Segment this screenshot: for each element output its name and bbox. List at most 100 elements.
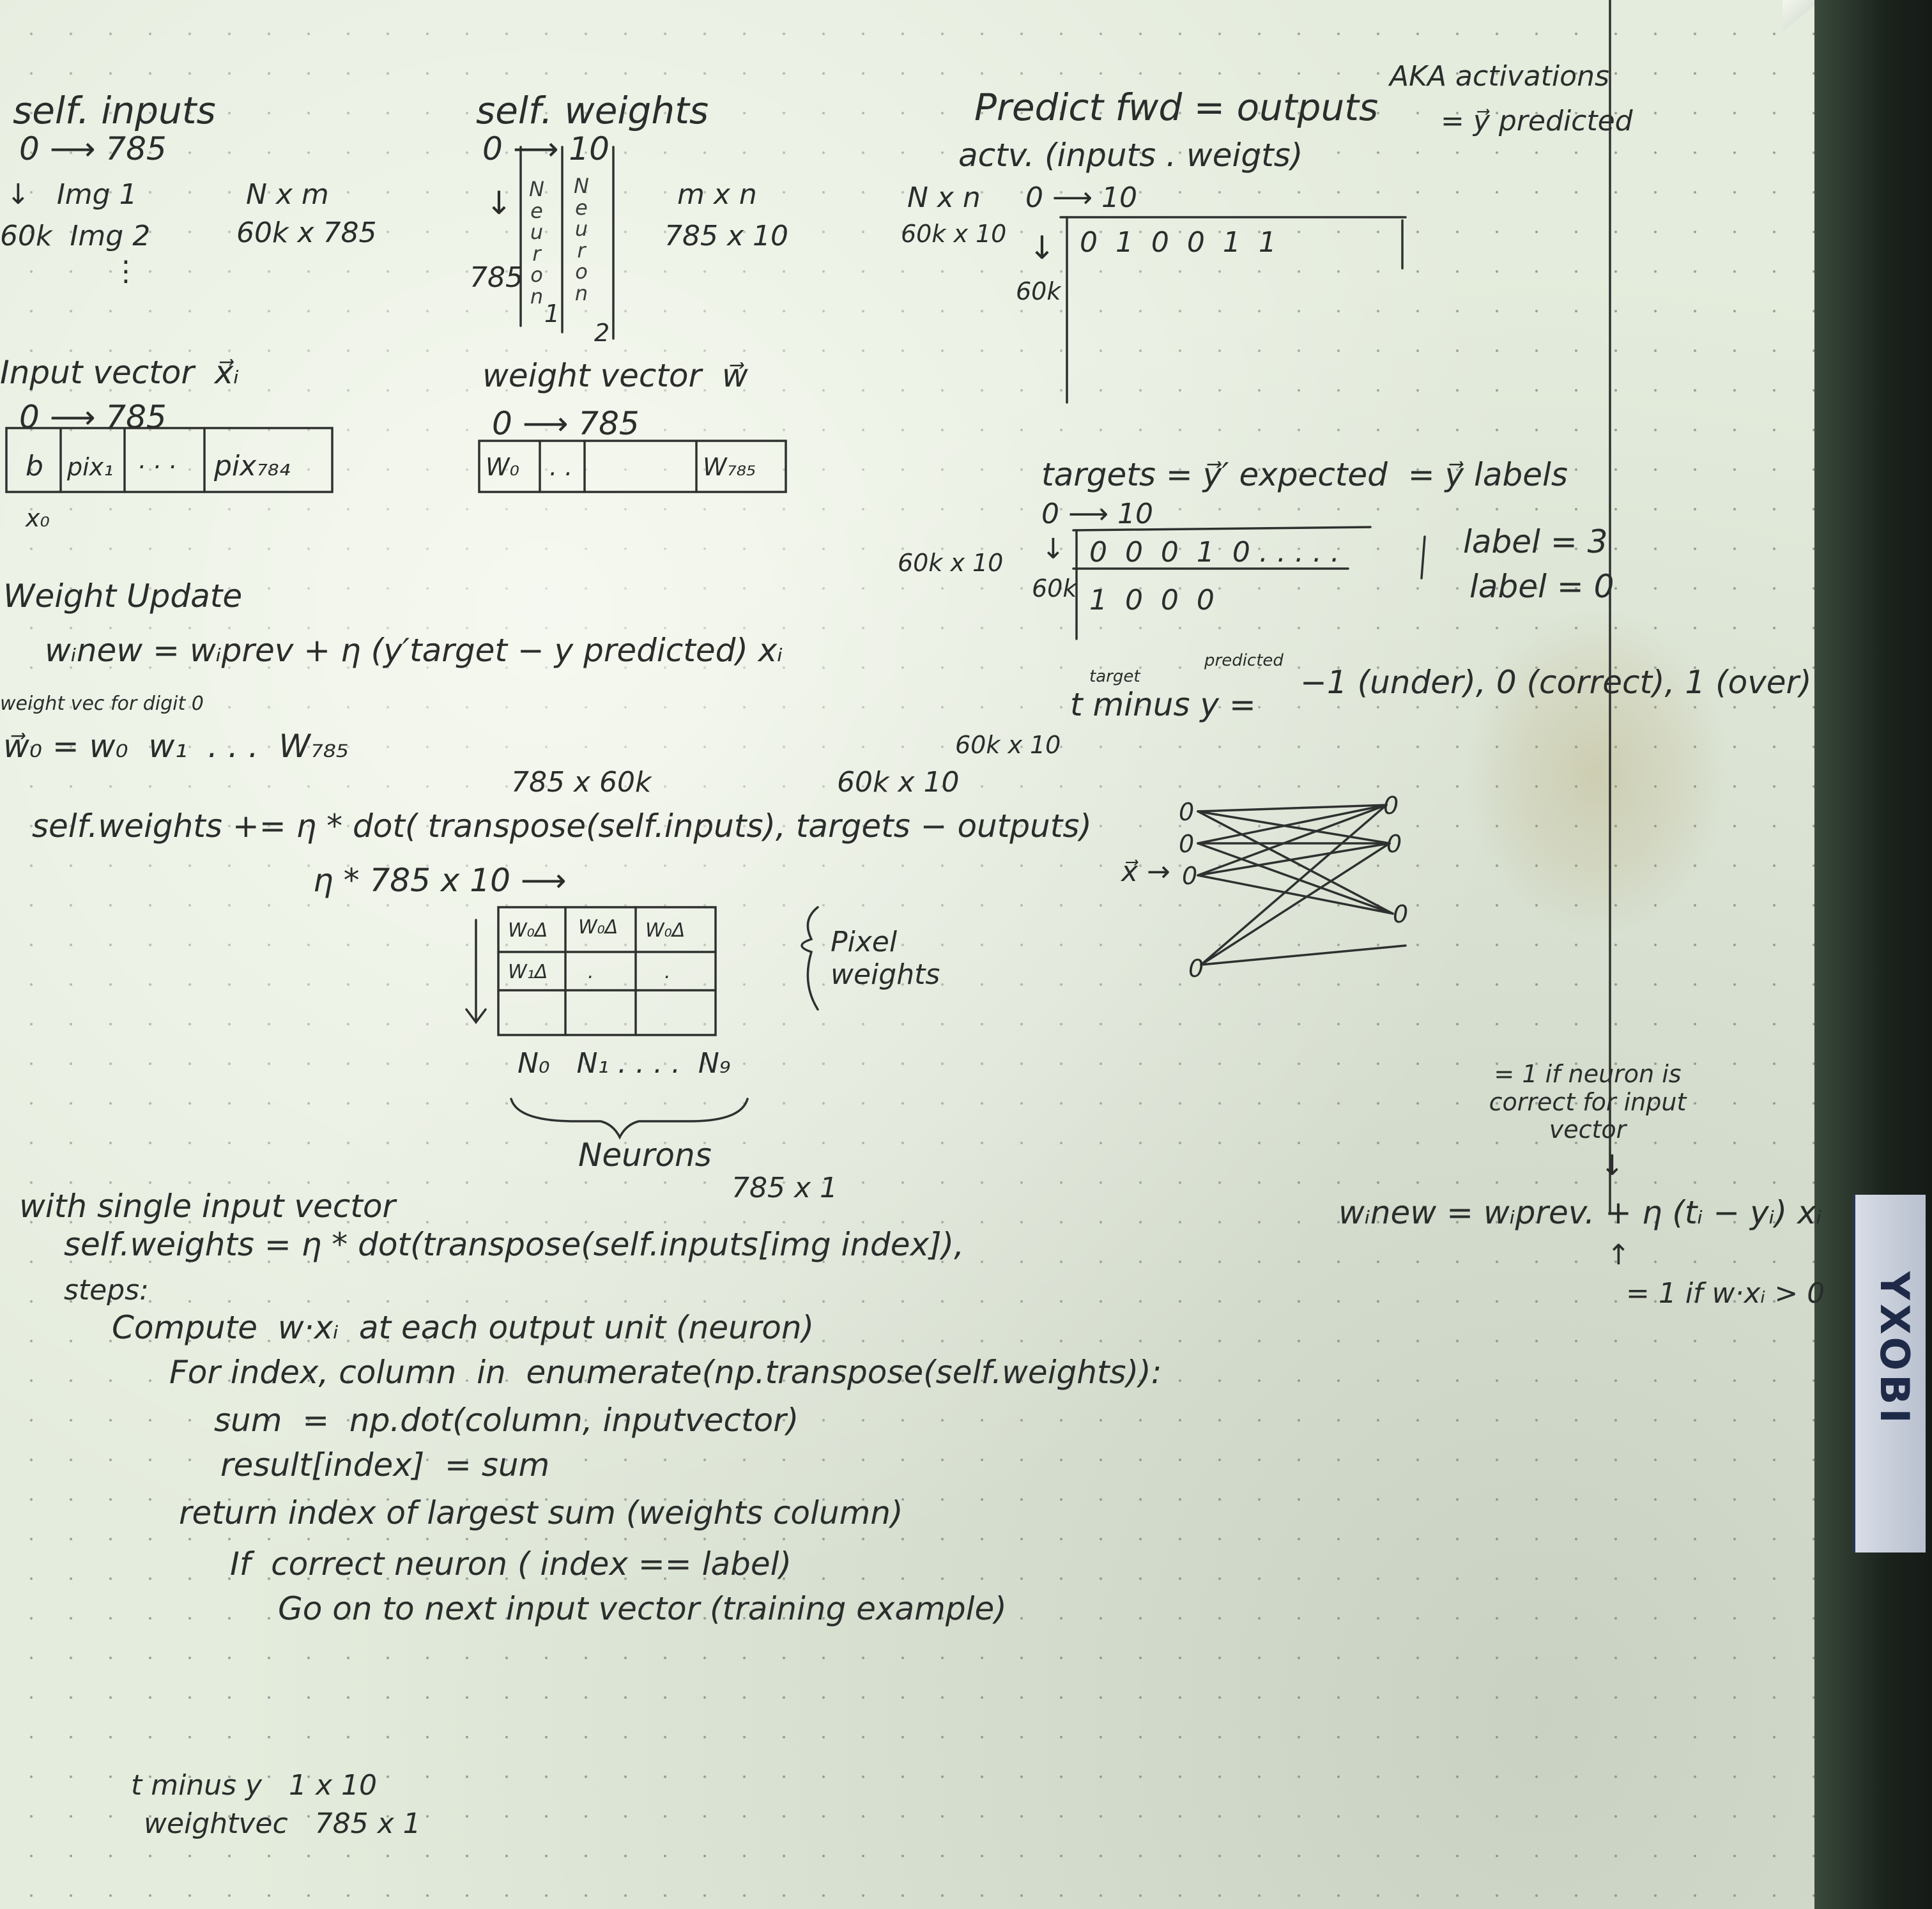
inputs-title: self. inputs [13,89,216,132]
step-compute: Compute w·xᵢ at each output unit (neuron… [112,1309,815,1346]
targets-divider [1420,535,1426,579]
neurons-label: Neurons [578,1137,712,1174]
predict-range: 0 ⟶ 10 [1025,181,1138,214]
predict-values: 0 1 0 0 1 1 [1080,226,1276,259]
weight-update-formula: wᵢnew = wᵢprev + η (y′target − y predict… [45,632,783,669]
bottom-line2: weightvec 785 x 1 [144,1807,421,1840]
tminus-predicted-superscript: predicted [1204,651,1284,670]
single-title: with single input vector [19,1188,395,1225]
matrix-dim-b: 60k x 10 [837,766,960,799]
right-formula: wᵢnew = wᵢprev. + η (tᵢ − yᵢ) xᵢ [1338,1194,1822,1231]
step-for: For index, column in enumerate(np.transp… [169,1354,1162,1391]
weight-vec-digit: w⃗₀ = w₀ w₁ . . . W₇₈₅ [3,728,349,765]
step-return: return index of largest sum (weights col… [179,1494,903,1531]
inputs-dots: ⋮ [112,255,140,288]
side-box-label: YXOBI [1853,1195,1926,1552]
pencil-strokes [5,0,1611,1215]
right-formula-note-top: = 1 if neuron is correct for input vecto… [1489,1060,1687,1144]
predict-dims-values: 60k x 10 [901,220,1007,248]
weights-neuron2-label: Neuron [574,174,589,305]
tminus-prefix: t minus y = [1070,686,1256,723]
input-vector-x0: x₀ [26,504,50,532]
delta-cell: . [588,961,594,983]
weight-vector-cell: W₇₈₅ [703,453,756,481]
neuron-labels: N₀ N₁ . . . . N₉ [518,1047,731,1080]
delta-cell: W₀Δ [578,916,618,939]
delta-grid [497,906,717,1036]
inputs-dims: N x m [246,178,329,211]
neurons-brace [510,1098,749,1140]
inputs-rows: ↓ Img 1 [6,178,137,211]
network-input-node: 0 [1179,830,1195,858]
targets-range: 0 ⟶ 10 [1041,498,1154,530]
targets-table-top [1072,526,1372,532]
input-vector-cell: pix₁ [67,453,114,481]
targets-rows: 60k [1032,574,1077,602]
weights-neuron2-index: 2 [594,319,610,347]
single-formula: self.weights = η * dot(transpose(self.in… [64,1226,965,1263]
predict-dims: N x n [907,181,981,214]
right-formula-down-arrow: ↓ [1600,1149,1624,1182]
input-vector-box [5,427,334,493]
predict-aka-line2: = y⃗ predicted [1441,105,1633,137]
pixel-weights-brace [801,906,819,1011]
network-input-node: 0 [1182,862,1198,890]
targets-row1: 0 0 0 1 0 . . . . . [1089,536,1340,569]
weight-vec-digit-label: weight vec for digit 0 [0,693,204,715]
weights-title: self. weights [476,89,709,132]
bottom-line1: t minus y 1 x 10 [131,1769,377,1802]
weight-vector-title: weight vector w⃗ [482,357,748,394]
targets-title: targets = y⃗′ expected = y⃗ labels [1041,456,1568,493]
pixel-weights-label: Pixel weights [831,926,940,991]
input-vector-title: Input vector x⃗ᵢ [0,354,240,391]
predict-subtitle: actv. (inputs . weigts) [958,137,1303,174]
weights-neuron1-label: Neuron [529,177,544,309]
targets-label2: label = 0 [1469,568,1614,605]
matrix-update-result: η * 785 x 10 ⟶ [313,862,567,899]
notebook-page [0,0,1814,1909]
delta-cell: . [664,961,671,983]
network-output-node: 0 [1393,900,1409,928]
weights-dims-values: 785 x 10 [664,220,788,252]
step-go-on: Go on to next input vector (training exa… [278,1590,1007,1627]
steps-label: steps: [64,1274,149,1307]
network-edges [1197,804,1407,966]
input-vector-cell: pix₇₈₄ [214,450,291,482]
coffee-stain [1463,607,1731,939]
step-if: If correct neuron ( index == label) [230,1545,792,1583]
weight-update-title: Weight Update [3,578,243,615]
weights-dims: m x n [677,178,757,211]
weights-down-arrow: ↓ [486,185,512,222]
network-input-node: 0 [1188,954,1204,983]
step-result: result[index] = sum [220,1446,550,1483]
network-output-node: 0 [1386,830,1402,858]
matrix-dim-a: 785 x 60k [511,766,652,799]
targets-row2: 1 0 0 0 [1089,584,1215,617]
tminus-target-superscript: target [1089,667,1140,686]
predict-aka: AKA activations [1390,60,1609,93]
matrix-update-formula: self.weights += η * dot( transpose(self.… [32,808,1092,845]
matrix-dim-c: 60k x 10 [955,731,1061,759]
desk-background [1814,0,1932,1909]
weight-vector-cell: . . [549,453,573,481]
weight-vector-box [478,440,787,493]
input-vector-range: 0 ⟶ 785 [19,399,167,436]
weights-neuron1-index: 1 [544,300,560,328]
targets-down-arrow: ↓ [1041,533,1065,565]
targets-dims: 60k x 10 [898,549,1004,577]
weight-vector-cell: W₀ [486,453,519,481]
input-vector-cell: b [26,450,43,482]
delta-cell: W₁Δ [508,961,548,983]
predict-rows: 60k [1016,277,1061,305]
delta-cell: W₀Δ [508,919,548,942]
input-vector-cell: · · · [137,453,176,481]
inputs-rows2: 60k Img 2 [0,220,151,252]
delta-cell: W₀Δ [645,919,686,942]
right-formula-up-arrow: ↑ [1607,1239,1630,1271]
box-label-text: YXOBI [1871,1271,1918,1427]
weights-range: 0 ⟶ 10 [482,130,610,167]
network-output-node: 0 [1383,792,1399,820]
predict-title: Predict fwd = outputs [974,86,1379,129]
predict-down-arrow: ↓ [1029,229,1055,266]
targets-label1: label = 3 [1463,523,1608,560]
